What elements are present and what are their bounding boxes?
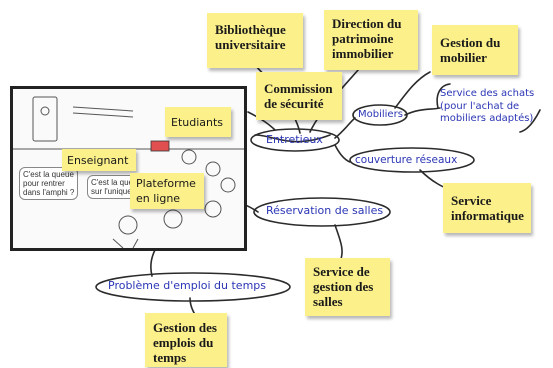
- sticky-text: Service: [451, 193, 492, 208]
- sticky-text: Direction du: [332, 16, 402, 31]
- outline-couverture: [349, 147, 475, 173]
- sticky-direction: Direction du patrimoine immobilier: [324, 10, 418, 70]
- sticky-service-informatique: Service informatique: [443, 183, 531, 233]
- achats-line: (pour l'achat de: [440, 100, 520, 112]
- sticky-text: Gestion des: [153, 320, 217, 335]
- sticky-service-salles: Service de gestion des salles: [305, 258, 390, 316]
- line-reservation-salles: [334, 224, 343, 263]
- sticky-gestion-emplois: Gestion des emplois du temps: [145, 313, 227, 367]
- bubble-line: C'est la queue: [91, 178, 142, 187]
- node-mobiliers: Mobiliers: [358, 109, 403, 120]
- speech-bubble-1: C'est la queue pour rentrer dans l'amphi…: [19, 167, 79, 200]
- sticky-commission: Commission de sécurité: [256, 72, 342, 120]
- line-entretiens-couverture: [334, 144, 351, 163]
- line-mobiliers-achats: [404, 107, 441, 116]
- outline-achats: [436, 83, 541, 133]
- line-entretiens-mobiliers: [334, 117, 356, 139]
- sticky-text: Commission: [264, 81, 333, 96]
- node-entretiens: Entretieux: [266, 133, 323, 146]
- sticky-gestion-mobilier: Gestion du mobilier: [432, 25, 518, 75]
- sticky-text: mobilier: [440, 50, 487, 65]
- bubble-line: sur l'unique: [91, 187, 132, 196]
- sticky-text: emplois du: [153, 335, 214, 350]
- sticky-text: informatique: [451, 208, 524, 223]
- sticky-text: salles: [313, 294, 343, 309]
- outline-probleme: [95, 272, 291, 302]
- label-etudiants: Etudiants: [165, 107, 231, 137]
- sticky-text: Service de: [313, 264, 370, 279]
- line-mobiliers-gestion: [394, 71, 431, 109]
- sticky-text: Bibliothèque: [215, 22, 286, 37]
- label-enseignant: Enseignant: [62, 149, 136, 171]
- sticky-bibliotheque: Bibliothèque universitaire: [207, 13, 303, 68]
- plateforme-line: en ligne: [136, 192, 181, 205]
- line-entretiens-commission: [247, 111, 276, 131]
- bubble-line: C'est la queue: [23, 170, 74, 179]
- plateforme-line: Plateforme: [136, 177, 196, 190]
- achats-line: mobiliers adaptés): [440, 113, 534, 124]
- comic-sketch: [13, 96, 244, 248]
- achats-line: Service des achats: [440, 88, 535, 99]
- sticky-text: Gestion du: [440, 35, 501, 50]
- sticky-text: immobilier: [332, 46, 394, 61]
- node-couverture: couverture réseaux: [355, 154, 458, 166]
- label-plateforme: Plateforme en ligne: [130, 173, 204, 209]
- line-entretiens-etudiants: [254, 134, 331, 143]
- sticky-text: temps: [153, 350, 187, 365]
- sticky-text: universitaire: [215, 37, 286, 52]
- sticky-text: gestion des: [313, 279, 374, 294]
- outline-reservation: [253, 197, 391, 227]
- node-achats: Service des achats (pour l'achat de mobi…: [440, 88, 534, 126]
- sticky-text: patrimoine: [332, 31, 394, 46]
- bubble-line: pour rentrer: [23, 179, 65, 188]
- line-photo-probleme: [149, 249, 156, 277]
- node-reservation: Réservation de salles: [266, 204, 384, 217]
- sticky-text: de sécurité: [264, 96, 324, 111]
- bubble-line: dans l'amphi ?: [23, 188, 75, 197]
- outline-entretiens: [250, 128, 340, 152]
- outline-mobiliers: [352, 104, 408, 126]
- node-probleme: Problème d'emploi du temps: [108, 279, 267, 292]
